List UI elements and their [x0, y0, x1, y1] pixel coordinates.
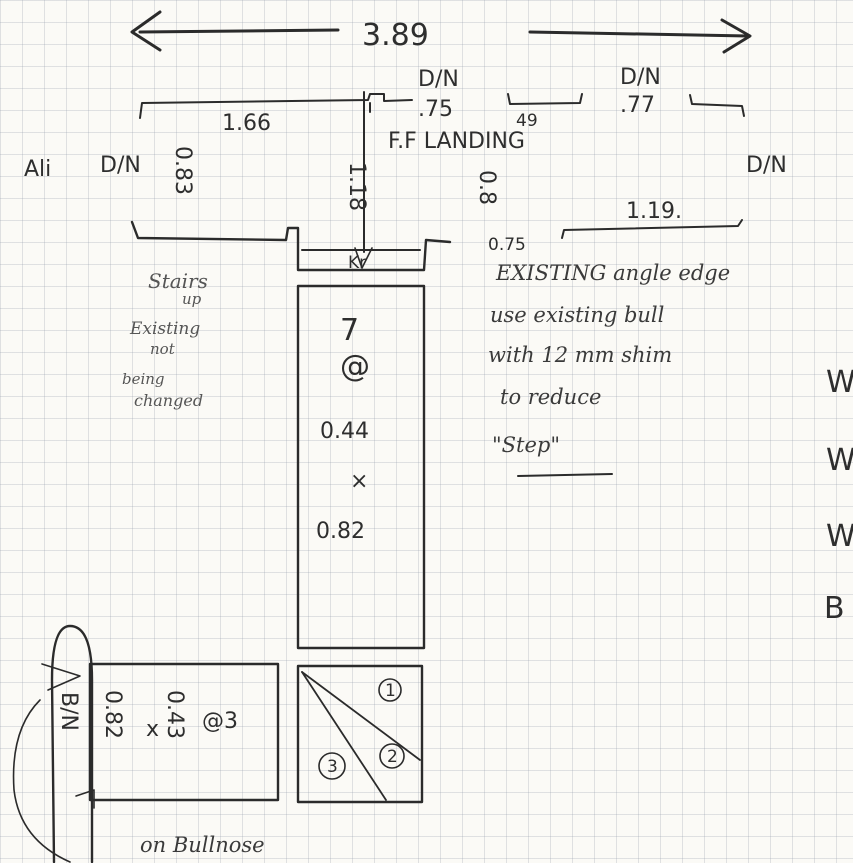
bullnose-outline — [88, 662, 280, 802]
chain-right — [689, 94, 745, 117]
winder-outline — [296, 664, 424, 804]
step-underline — [517, 473, 613, 477]
dim-segment-77: .77 — [620, 93, 655, 118]
chain-mid — [507, 93, 583, 105]
bn-label: B/N — [56, 692, 81, 731]
winder-circle-3 — [318, 752, 346, 780]
dim-vert-left: 0.83 — [170, 146, 195, 195]
landing-outline: Kr 0.75 1.19. — [130, 199, 743, 273]
winder-number-3: 3 — [327, 757, 338, 777]
flight-at: @ — [340, 349, 370, 384]
bullnose-sweep — [12, 699, 71, 863]
margin-letter-3: W — [826, 519, 853, 554]
overall-dimension: 3.89 — [130, 10, 752, 54]
box-dim-a: 0.82 — [100, 690, 125, 739]
not-word: not — [150, 340, 176, 358]
winder-line-1 — [301, 671, 421, 761]
flight-outline — [296, 284, 426, 650]
stairs-note: Stairs up Existing not being changed — [122, 269, 208, 410]
box-dim-b: 0.43 — [162, 690, 187, 739]
overall-width-label: 3.89 — [362, 18, 429, 53]
margin-letter-4: B — [824, 591, 845, 626]
margin-letter-1: W — [826, 365, 853, 400]
chain-left — [139, 93, 413, 119]
winder-circle-1 — [378, 678, 402, 702]
flight-going: 0.44 — [320, 419, 369, 444]
step-word: "Step" — [492, 433, 560, 457]
ali-label: Ali — [24, 157, 51, 182]
bullnose-curve — [50, 624, 94, 863]
note-line-4: to reduce — [500, 385, 601, 409]
flight-count: 7 — [340, 313, 359, 348]
dim-vert-center: 1.18 — [344, 162, 369, 211]
note-line-3: with 12 mm shim — [488, 343, 672, 367]
bullnose-box: B/N 0.82 x 0.43 @3 — [12, 624, 280, 863]
kr-label: Kr — [348, 253, 366, 273]
straight-flight: 7 @ 0.44 × 0.82 — [296, 284, 426, 650]
winder-number-1: 1 — [385, 681, 396, 701]
landing-edge — [130, 220, 452, 272]
landing-arrow — [354, 247, 373, 269]
note-line-2: use existing bull — [490, 303, 664, 327]
landing-right-edge — [561, 219, 743, 239]
margin-letter-2: W — [826, 443, 853, 478]
overall-arrow-left — [138, 28, 340, 34]
dn-label-top-right: D/N — [620, 65, 661, 90]
bullnose-arrow-top — [41, 663, 81, 691]
dim-right-lower: 1.19. — [626, 199, 682, 224]
flight-times: × — [350, 469, 368, 494]
dim-lower-left: 0.75 — [488, 235, 526, 255]
dn-label-top-center: D/N — [418, 67, 459, 92]
stairs-word: Stairs — [148, 269, 208, 293]
winder-number-2: 2 — [387, 747, 398, 767]
winder-circle-2 — [379, 743, 405, 769]
bullnose-note: on Bullnose — [140, 833, 265, 857]
dn-label-right: D/N — [746, 153, 787, 178]
changed-word: changed — [134, 391, 203, 410]
box-count: @3 — [202, 709, 238, 734]
up-word: up — [182, 290, 202, 308]
winder-line-2 — [301, 671, 387, 801]
dim-segment-49: 49 — [516, 111, 538, 131]
ff-landing-label: F.F LANDING — [388, 129, 525, 154]
dn-label-left: D/N — [100, 153, 141, 178]
bullnose-arrow-bottom — [75, 789, 95, 809]
overall-arrow-right — [528, 30, 750, 38]
arrow-head-left — [130, 10, 162, 52]
arrow-head-right — [720, 18, 752, 54]
winder-box: 1 2 3 — [296, 664, 424, 804]
flight-width: 0.82 — [316, 519, 365, 544]
dim-vert-right: 0.8 — [474, 170, 499, 205]
note-line-1: EXISTING angle edge — [495, 261, 730, 285]
existing-word: Existing — [129, 319, 200, 339]
dim-left-section: 1.66 — [222, 111, 271, 136]
existing-edge-note: EXISTING angle edge use existing bull wi… — [488, 261, 730, 477]
dim-center-width: .75 — [418, 97, 453, 122]
upper-dimension-chain: 1.66 .75 49 .77 — [139, 91, 745, 253]
being-word: being — [122, 370, 165, 388]
box-times: x — [146, 717, 159, 742]
